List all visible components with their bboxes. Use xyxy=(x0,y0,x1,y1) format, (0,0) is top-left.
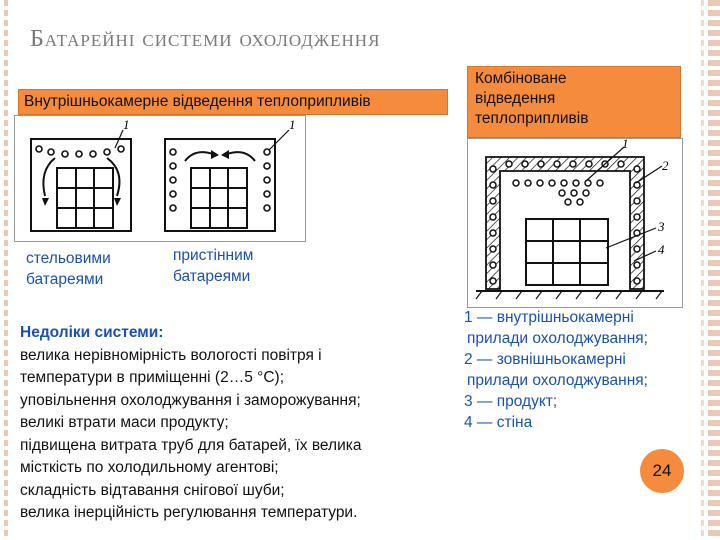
callout-left-1: 1 xyxy=(123,117,130,132)
outer-wall-pipes xyxy=(489,160,641,285)
drawback-line: місткість по холодильному агентові; xyxy=(20,459,279,476)
chamber-1-product xyxy=(56,167,114,229)
drawback-line: велика нерівномірність вологості повітря… xyxy=(20,346,322,364)
legend-item-4: 4 — стіна xyxy=(464,414,533,431)
right-decor-stripe xyxy=(708,0,720,540)
ceiling-battery-pipes xyxy=(35,145,125,158)
combined-system-diagram: 1 2 3 4 xyxy=(467,136,683,308)
combined-label-line-1: Комбіноване xyxy=(475,70,567,87)
drawback-line: підвищена витрата труб для батарей, їх в… xyxy=(20,436,362,454)
inner-ceiling-pipes xyxy=(512,179,604,206)
air-flow-arrows xyxy=(42,151,256,197)
diagram-legend: 1 — внутрішньокамерні прилади охолоджува… xyxy=(464,307,648,433)
slide-title: Батарейні системи охолодження xyxy=(30,26,381,52)
chamber-wall xyxy=(485,156,645,290)
combined-label-line-2: відведення xyxy=(475,90,556,107)
inner-system-diagram: 1 1 xyxy=(14,115,306,242)
combined-system-drawing: 1 2 3 4 xyxy=(475,136,669,300)
callout-4: 4 xyxy=(658,242,665,257)
callout-left-2: 1 xyxy=(289,117,296,132)
caption-wall-line-2: батареями xyxy=(173,268,251,285)
legend-item-2: 2 — зовнішньокамерні xyxy=(464,351,626,368)
caption-wall-batteries: пристінним батареями xyxy=(173,245,253,287)
chamber-2-product xyxy=(190,167,248,229)
inner-heat-removal-label: Внутрішньокамерне відведення теплоприпли… xyxy=(18,89,448,115)
drawback-line: уповільнення охолоджування і заморожуван… xyxy=(20,391,361,409)
callout-3: 3 xyxy=(657,219,665,234)
right-decor-stripe-thin xyxy=(701,0,704,540)
drawback-line: великі втрати маси продукту; xyxy=(20,414,229,431)
inner-system-drawing: 1 1 xyxy=(30,117,296,232)
drawback-line: складність відтавання снігової шуби; xyxy=(20,481,285,499)
left-decor-stripe xyxy=(4,0,8,540)
combined-heat-removal-label: Комбіноване відведення теплоприпливів xyxy=(467,66,681,138)
page-number-badge: 24 xyxy=(640,449,684,493)
legend-item-1: 1 — внутрішньокамерні xyxy=(464,309,634,326)
legend-item-3: 3 — продукт; xyxy=(464,393,558,410)
drawbacks-heading: Недоліки системи: xyxy=(20,324,164,341)
drawback-line: температури в приміщенні (2…5 °С); xyxy=(20,369,284,386)
drawback-line: велика інерційність регулювання температ… xyxy=(20,504,358,521)
caption-wall-line-1: пристінним xyxy=(173,247,254,264)
drawbacks-section: Недоліки системи: велика нерівномірність… xyxy=(20,322,361,525)
caption-ceiling-batteries: стельовими батареями xyxy=(26,248,111,290)
callout-1: 1 xyxy=(622,139,629,151)
callout-2: 2 xyxy=(662,158,669,173)
combined-label-line-3: теплоприпливів xyxy=(475,110,589,127)
wall-battery-pipes xyxy=(169,148,271,212)
chamber-2-walls xyxy=(164,138,276,232)
caption-ceiling-line-2: батареями xyxy=(26,271,104,288)
chamber-1-walls xyxy=(30,138,132,232)
combined-product xyxy=(525,218,609,286)
legend-item-2-cont: прилади охолоджування; xyxy=(467,372,648,389)
caption-ceiling-line-1: стельовими xyxy=(26,250,111,267)
legend-item-1-cont: прилади охолоджування; xyxy=(467,330,648,347)
